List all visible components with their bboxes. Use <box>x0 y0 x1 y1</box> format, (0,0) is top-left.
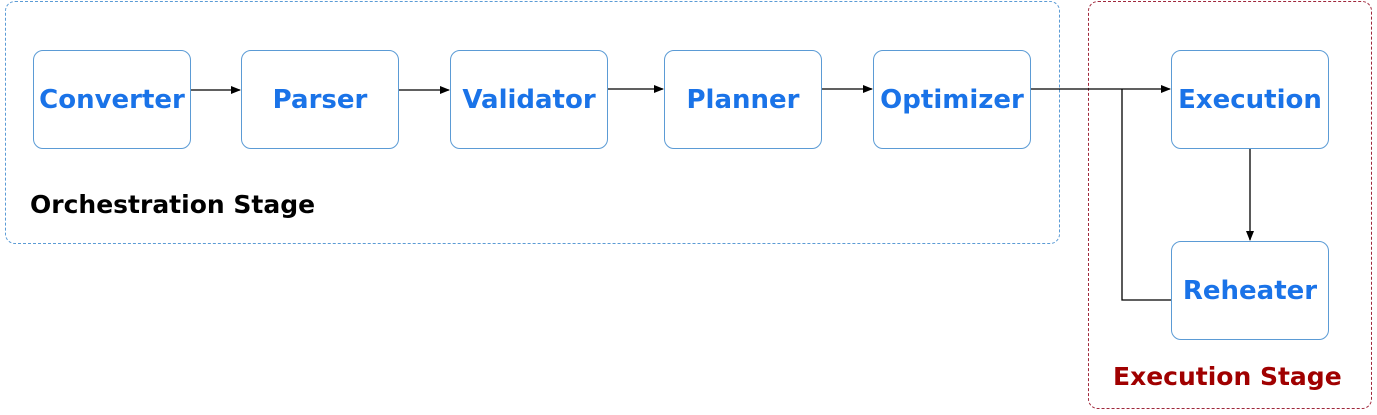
parser-node: Parser <box>241 50 399 149</box>
orchestration-stage-group <box>5 1 1060 244</box>
execution-stage-label: Execution Stage <box>1113 362 1342 391</box>
reheater-node: Reheater <box>1171 241 1329 340</box>
validator-node: Validator <box>450 50 608 149</box>
optimizer-node: Optimizer <box>873 50 1031 149</box>
planner-node: Planner <box>664 50 822 149</box>
converter-node: Converter <box>33 50 191 149</box>
execution-node: Execution <box>1171 50 1329 149</box>
execution-stage-group <box>1088 1 1372 409</box>
edge-reheater-execution <box>1121 89 1171 301</box>
orchestration-stage-label: Orchestration Stage <box>30 190 316 219</box>
